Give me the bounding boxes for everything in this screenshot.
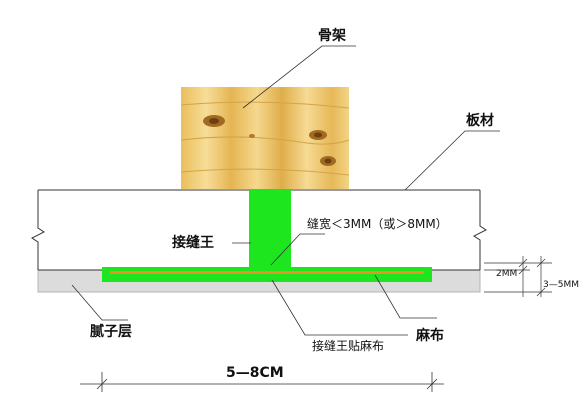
label-linen: 麻布 bbox=[415, 327, 444, 344]
label-board: 板材 bbox=[466, 112, 494, 129]
label-dim-2mm: 2MM bbox=[496, 269, 517, 279]
label-joint-king: 接缝王 bbox=[172, 234, 214, 251]
label-frame: 骨架 bbox=[318, 27, 346, 44]
label-putty-layer: 腻子层 bbox=[90, 323, 132, 340]
label-dim-3-5mm: 3—5MM bbox=[543, 280, 579, 290]
joint-filler bbox=[249, 189, 291, 270]
leader-lines bbox=[71, 45, 500, 336]
label-width: 5—8CM bbox=[226, 365, 284, 381]
wood-frame bbox=[180, 87, 350, 189]
thickness-dimension bbox=[484, 256, 552, 297]
label-joint-king-tape: 接缝王贴麻布 bbox=[312, 338, 384, 353]
width-dimension bbox=[80, 372, 444, 392]
linen-strip bbox=[110, 271, 424, 274]
joint-tape bbox=[102, 267, 432, 282]
label-gap: 缝宽＜3MM（或＞8MM） bbox=[307, 216, 448, 231]
